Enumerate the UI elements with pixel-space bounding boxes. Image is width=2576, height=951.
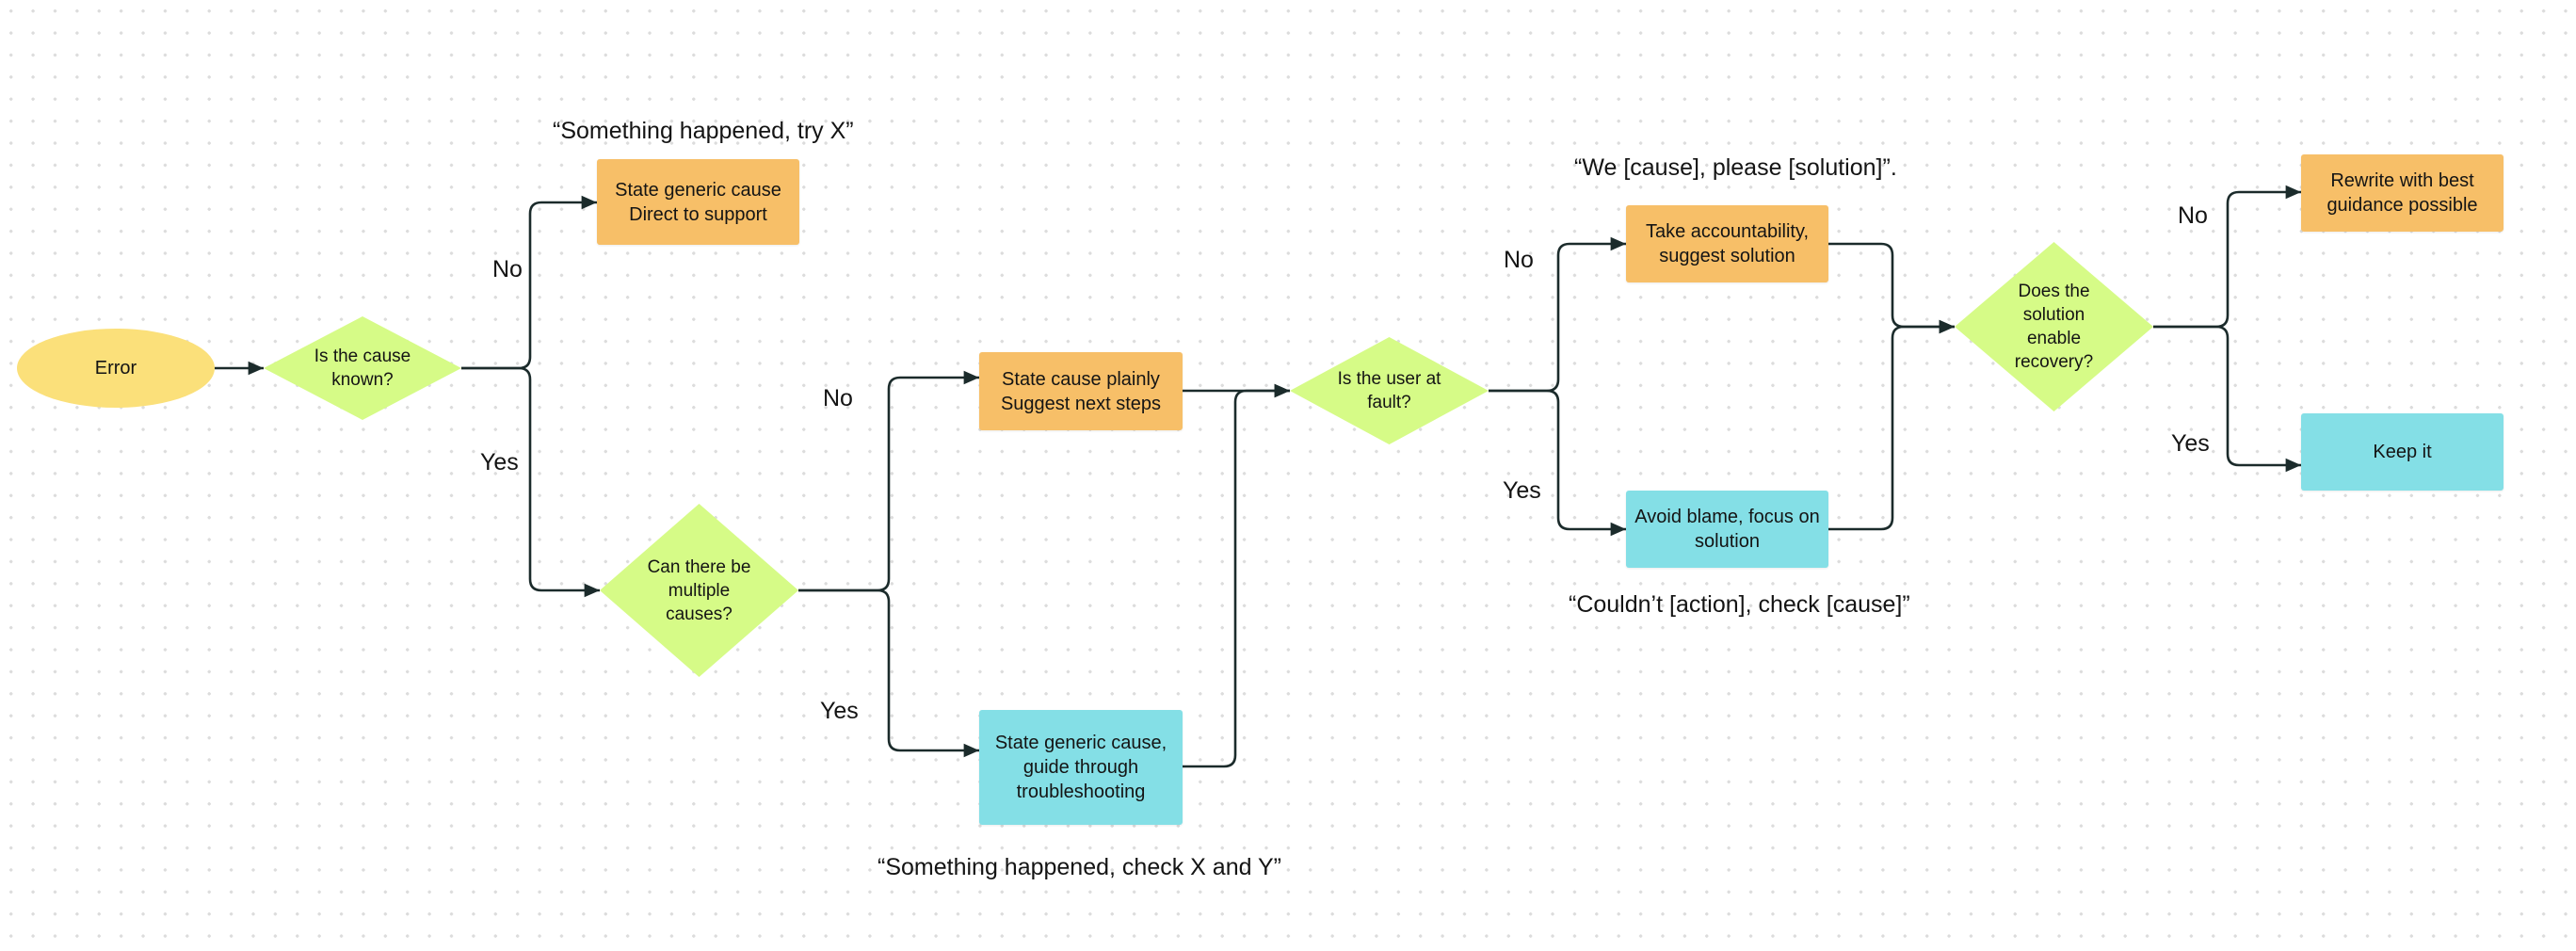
edge-recovery-no	[2153, 185, 2301, 329]
keep-it-label: Keep it	[2373, 442, 2432, 462]
accountability-node[interactable]: Take accountability, suggest solution	[1626, 205, 1828, 282]
quote-something-happened-check: “Something happened, check X and Y”	[877, 854, 1281, 880]
edge-avoid-blame-to-recovery	[1828, 319, 1955, 531]
avoid-blame-label: Avoid blame, focus on solution	[1634, 507, 1820, 552]
quote-couldnt-action: “Couldn’t [action], check [cause]”	[1569, 591, 1910, 618]
edge-multiple-yes	[798, 588, 979, 758]
cause-plainly-label: State cause plainly Suggest next steps	[1000, 368, 1162, 414]
decision-diamond-shape	[1290, 337, 1489, 444]
decision-diamond-shape	[600, 504, 798, 677]
decision-diamond-shape	[1955, 242, 2153, 411]
cause-known-decision[interactable]: Is the cause known?	[264, 316, 461, 420]
cause-known-label: Is the cause known?	[314, 347, 411, 390]
edge-accountability-to-recovery	[1828, 242, 1955, 334]
rewrite-node[interactable]: Rewrite with best guidance possible	[2301, 154, 2504, 232]
generic-support-node[interactable]: State generic cause Direct to support	[597, 159, 799, 245]
edge-troubleshoot-to-user-fault	[1183, 383, 1290, 768]
edge-label-cause-known-yes: Yes	[480, 449, 519, 476]
edge-label-recovery-no: No	[2178, 202, 2208, 229]
avoid-blame-node[interactable]: Avoid blame, focus on solution	[1626, 491, 1828, 568]
edge-label-user-fault-yes: Yes	[1503, 477, 1541, 504]
edge-label-multiple-yes: Yes	[820, 698, 859, 724]
enable-recovery-label: Does the solution enable recovery?	[2014, 282, 2094, 372]
edge-label-recovery-yes: Yes	[2171, 430, 2210, 457]
multiple-causes-decision[interactable]: Can there be multiple causes?	[600, 504, 798, 677]
accountability-label: Take accountability, suggest solution	[1645, 221, 1810, 266]
error-start-node[interactable]: Error	[17, 329, 215, 408]
edge-label-user-fault-no: No	[1504, 247, 1534, 273]
keep-it-node[interactable]: Keep it	[2301, 413, 2504, 491]
cause-plainly-node[interactable]: State cause plainly Suggest next steps	[979, 352, 1183, 430]
enable-recovery-decision[interactable]: Does the solution enable recovery?	[1955, 242, 2153, 411]
edge-cause-known-yes	[461, 366, 600, 598]
edge-user-fault-yes	[1489, 389, 1626, 537]
multiple-causes-label: Can there be multiple causes?	[647, 556, 751, 624]
decision-diamond-shape	[264, 316, 461, 420]
generic-support-label: State generic cause Direct to support	[615, 179, 781, 225]
edge-label-cause-known-no: No	[492, 256, 523, 282]
quote-we-cause: “We [cause], please [solution]”.	[1574, 154, 1897, 181]
user-fault-label: Is the user at fault?	[1337, 369, 1441, 412]
generic-troubleshoot-label: State generic cause, guide through troub…	[994, 733, 1167, 802]
edge-recovery-yes	[2153, 325, 2301, 473]
error-label: Error	[94, 358, 137, 379]
user-fault-decision[interactable]: Is the user at fault?	[1290, 337, 1489, 444]
edge-label-multiple-no: No	[823, 385, 853, 411]
quote-something-happened-try: “Something happened, try X”	[553, 118, 854, 144]
edge-cause-known-no	[461, 195, 597, 370]
generic-troubleshoot-node[interactable]: State generic cause, guide through troub…	[979, 710, 1183, 825]
rewrite-label: Rewrite with best guidance possible	[2326, 170, 2478, 216]
